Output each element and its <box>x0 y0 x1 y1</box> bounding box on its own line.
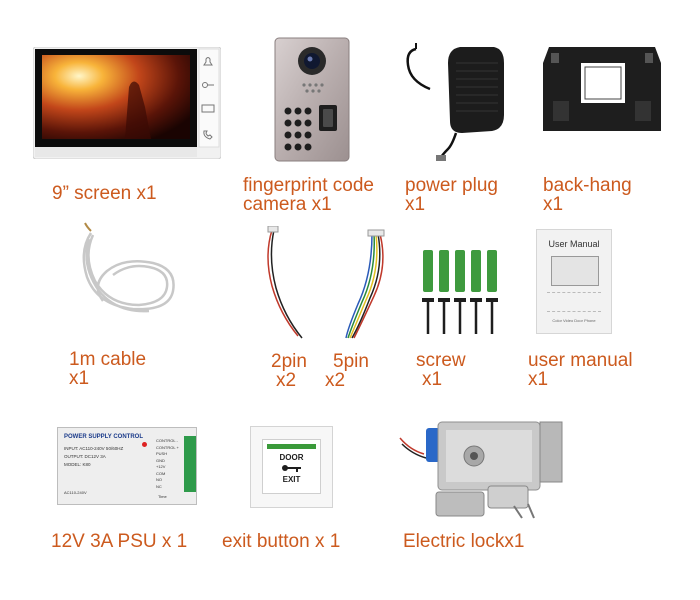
cable-label-line2: x1 <box>69 368 90 389</box>
user-manual-label-line2: x1 <box>528 369 549 390</box>
psu-time-label: Time <box>158 494 167 499</box>
psu-side-label: CONTROL + <box>156 444 179 450</box>
phone-icon <box>201 129 215 141</box>
electric-lock-label: Electric lockx1 <box>403 531 525 552</box>
psu-spec-1: INPUT: AC110-240V 50/60HZ <box>64 446 124 451</box>
power-plug-image <box>400 37 512 162</box>
bell-icon <box>201 55 215 67</box>
exit-button-exit-text: EXIT <box>282 475 301 484</box>
screen-label: 9” screen x1 <box>52 183 157 204</box>
psu-panel-title: POWER SUPPLY CONTROL <box>64 434 144 440</box>
cable-label-line1: 1m cable <box>69 349 147 370</box>
psu-terminal-block <box>184 436 196 492</box>
back-hang-bracket-image <box>539 43 665 138</box>
power-plug-label-line2: x1 <box>405 194 426 215</box>
doorbell-camera-image <box>274 37 350 162</box>
key-icon <box>201 79 215 91</box>
psu-side-label: NO <box>156 477 162 482</box>
screws-and-anchors-image <box>417 244 507 340</box>
screw-label-line2: x1 <box>422 369 443 390</box>
back-hang-label-line1: back-hang <box>543 175 632 196</box>
psu-side-label: COM <box>156 470 166 476</box>
manual-cover-title: User Manual <box>548 239 600 249</box>
psu-side-label: PUSH <box>156 451 168 456</box>
key-icon <box>281 464 303 472</box>
manual-cover-thumbs <box>547 292 601 312</box>
psu-image: POWER SUPPLY CONTROL INPUT: AC110-240V 5… <box>57 427 197 505</box>
user-manual-image: User Manual Color Video Door Phone <box>536 229 612 334</box>
psu-side-label: GND <box>156 457 165 463</box>
psu-bottom-text: AC110-240V <box>64 490 87 495</box>
psu-spec-3: MODEL: K80 <box>64 462 91 467</box>
electric-lock-image <box>398 414 570 524</box>
psu-label: 12V 3A PSU x 1 <box>51 531 188 552</box>
cable-coil-image <box>73 221 183 321</box>
user-manual-label-line1: user manual <box>528 350 633 371</box>
pin2-label-line1: 2pin <box>271 351 307 372</box>
pin5-label-line2: x2 <box>325 370 346 391</box>
psu-led <box>142 442 147 447</box>
exit-button-image: DOOR EXIT <box>250 426 333 508</box>
pin5-label-line1: 5pin <box>333 351 369 372</box>
exit-button-door-text: DOOR <box>279 453 304 462</box>
exit-button-face: DOOR EXIT <box>262 439 321 494</box>
exit-button-label: exit button x 1 <box>222 531 341 552</box>
wire-harness-image <box>262 226 392 344</box>
monitor-screen-image <box>33 47 221 159</box>
back-hang-label-line2: x1 <box>543 194 564 215</box>
psu-side-label: +12V <box>156 464 166 469</box>
camera-label-line2: camera x1 <box>243 194 332 215</box>
monitor-icon <box>201 103 215 115</box>
pin2-label-line2: x2 <box>276 370 297 391</box>
psu-side-label: NC <box>156 483 162 489</box>
psu-spec-2: OUTPUT: DC12V 3A <box>64 454 106 459</box>
power-plug-label-line1: power plug <box>405 175 498 196</box>
psu-side-label: CONTROL - <box>156 438 178 443</box>
manual-cover-subtitle: Color Video Door Phone <box>552 318 596 323</box>
exit-button-green-bar <box>267 444 316 449</box>
screw-label-line1: screw <box>416 350 466 371</box>
psu-side-labels: CONTROL - CONTROL + PUSH GND +12V COM NO… <box>156 438 184 490</box>
manual-cover-photo <box>551 256 599 286</box>
camera-label-line1: fingerprint code <box>243 175 374 196</box>
